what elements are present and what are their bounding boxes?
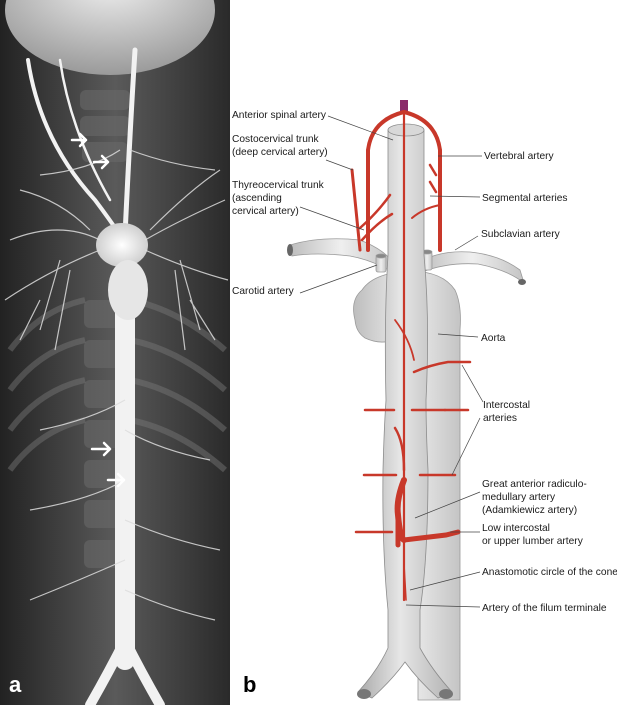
label-thyreocervical-1: Thyreocervical trunk	[232, 180, 325, 191]
arteries	[350, 110, 472, 602]
panel-a-label: a	[9, 672, 22, 697]
panel-b-label: b	[243, 672, 257, 697]
angiogram-image	[0, 0, 230, 705]
label-great-1: Great anterior radiculo-	[482, 479, 587, 490]
label-costocervical-1: Costocervical trunk	[232, 134, 320, 145]
label-great-3: (Adamkiewicz artery)	[482, 505, 577, 516]
label-low-1: Low intercostal	[482, 523, 550, 534]
label-thyreocervical-3: cervical artery)	[232, 206, 299, 217]
label-segmental: Segmental arteries	[482, 193, 568, 204]
aorta-shape	[353, 271, 461, 701]
label-intercostal-2: arteries	[483, 413, 517, 424]
label-vertebral: Vertebral artery	[484, 151, 555, 162]
label-great-2: medullary artery	[482, 492, 556, 503]
label-filum: Artery of the filum terminale	[482, 603, 607, 614]
label-costocervical-2: (deep cervical artery)	[232, 147, 328, 158]
label-subclavian: Subclavian artery	[481, 229, 561, 240]
label-carotid: Carotid artery	[232, 286, 295, 297]
label-low-2: or upper lumber artery	[482, 536, 584, 547]
label-aorta: Aorta	[481, 333, 506, 344]
label-anastomotic: Anastomotic circle of the cone	[482, 567, 617, 578]
label-anterior-spinal: Anterior spinal artery	[232, 110, 327, 121]
white-arrow-icon	[70, 132, 126, 488]
leader-lines	[299, 115, 484, 608]
label-thyreocervical-2: (ascending	[232, 193, 282, 204]
label-intercostal-1: Intercostal	[483, 400, 530, 411]
spinal-artery-diagram: Anterior spinal artery Costocervical tru…	[232, 100, 617, 701]
